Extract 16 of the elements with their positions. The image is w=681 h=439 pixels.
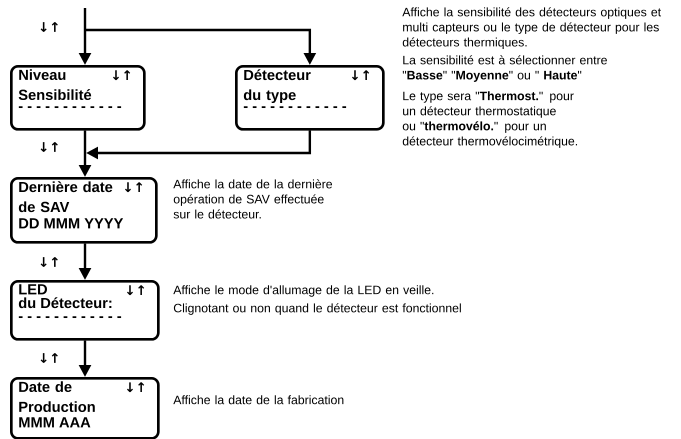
menu-box: Niveau Sensibilité ↓↑ - - - - - - - - - - - -: [10, 65, 146, 131]
edge-label: ↓↑: [36, 256, 62, 268]
description-text: Affiche le mode d'allumage de la LED en veille.: [173, 285, 434, 297]
menu-box: Dernière date de SAV ↓↑ DD MMM YYYY: [10, 177, 158, 244]
menu-box: LED ↓↑ du Détecteur: - - - - - - - - - - - -: [10, 280, 160, 341]
edge-label: ↓↑: [36, 20, 62, 34]
menu-box: Date de Production ↓↑ MMM AAA: [10, 377, 160, 439]
edge-label: ↓↑: [36, 352, 62, 364]
description-text: Affiche la date de la fabrication: [173, 395, 344, 404]
note-text: Affiche la sensibilité des détecteurs optiques et multi capteurs ou le type de détecteur pour les détecteurs thermiques.: [402, 7, 662, 49]
description-text: Affiche la date de la dernière opération de SAV effectuée sur le détecteur.: [173, 179, 332, 219]
note-text: Le type sera "Thermost." pour un détecteur thermostatique ou "thermovélo." pour un détecteur thermovélocimétrique.: [402, 91, 578, 148]
description-text: Clignotant ou non quand le détecteur est fonctionnel: [174, 303, 461, 315]
edge-label: ↓↑: [36, 140, 62, 154]
menu-box: Détecteur du type ↓↑ - - - - - - - - - - - -: [235, 65, 385, 131]
note-text: La sensibilité est à sélectionner entre "Basse" "Moyenne" ou " Haute": [402, 55, 607, 82]
